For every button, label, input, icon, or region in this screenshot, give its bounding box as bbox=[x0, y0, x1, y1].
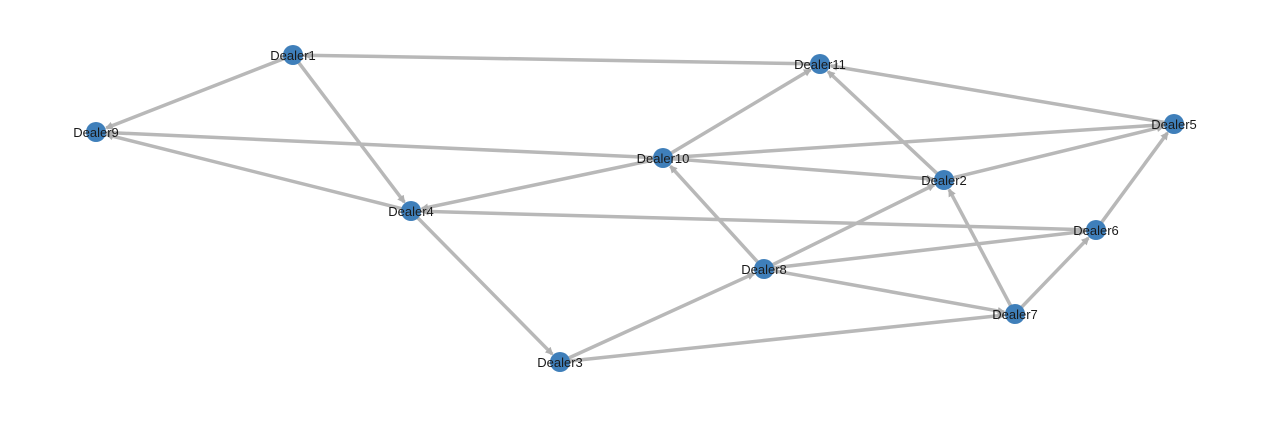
node-label-dealer2: Dealer2 bbox=[921, 173, 967, 188]
node-label-dealer3: Dealer3 bbox=[537, 355, 583, 370]
node-label-dealer9: Dealer9 bbox=[73, 125, 119, 140]
node-dealer5[interactable] bbox=[1164, 114, 1184, 134]
node-dealer10[interactable] bbox=[653, 148, 673, 168]
node-label-dealer11: Dealer11 bbox=[794, 57, 846, 72]
node-dealer7[interactable] bbox=[1005, 304, 1025, 324]
edge-dealer3-to-dealer7 bbox=[565, 311, 1006, 364]
node-dealer8[interactable] bbox=[754, 259, 774, 279]
edge-dealer5-to-dealer11 bbox=[829, 62, 1169, 125]
node-label-dealer10: Dealer10 bbox=[637, 151, 690, 166]
nodes-layer bbox=[86, 45, 1184, 372]
edge-dealer10-to-dealer11 bbox=[667, 68, 812, 157]
edge-dealer1-to-dealer4 bbox=[295, 58, 406, 204]
edge-dealer6-to-dealer4 bbox=[420, 207, 1091, 232]
edge-dealer10-to-dealer2 bbox=[668, 156, 935, 183]
edge-dealer2-to-dealer5 bbox=[949, 124, 1165, 181]
node-dealer3[interactable] bbox=[550, 352, 570, 372]
edge-dealer8-to-dealer10 bbox=[669, 164, 762, 266]
edges-layer bbox=[104, 51, 1169, 364]
edge-dealer2-to-dealer11 bbox=[826, 70, 941, 178]
edge-dealer8-to-dealer6 bbox=[769, 228, 1087, 271]
node-label-dealer1: Dealer1 bbox=[270, 48, 316, 63]
edge-dealer4-to-dealer3 bbox=[413, 214, 554, 356]
node-dealer6[interactable] bbox=[1086, 220, 1106, 240]
node-label-dealer4: Dealer4 bbox=[388, 204, 434, 219]
node-label-dealer6: Dealer6 bbox=[1073, 223, 1119, 238]
node-dealer9[interactable] bbox=[86, 122, 106, 142]
edge-dealer8-to-dealer2 bbox=[768, 183, 936, 268]
edge-dealer7-to-dealer6 bbox=[1017, 236, 1090, 311]
edge-dealer10-to-dealer9 bbox=[105, 128, 658, 160]
edge-dealer1-to-dealer9 bbox=[104, 55, 289, 130]
edge-dealer11-to-dealer1 bbox=[302, 51, 815, 66]
edge-dealer6-to-dealer5 bbox=[1098, 131, 1169, 227]
node-dealer1[interactable] bbox=[283, 45, 303, 65]
edge-dealer10-to-dealer4 bbox=[420, 157, 658, 212]
node-label-dealer7: Dealer7 bbox=[992, 307, 1038, 322]
node-dealer11[interactable] bbox=[810, 54, 830, 74]
edge-dealer4-to-dealer9 bbox=[105, 132, 406, 212]
edge-dealer8-to-dealer7 bbox=[769, 268, 1006, 315]
node-label-dealer8: Dealer8 bbox=[741, 262, 787, 277]
edge-dealer3-to-dealer8 bbox=[564, 271, 756, 362]
labels-layer: Dealer1Dealer11Dealer5Dealer9Dealer10Dea… bbox=[73, 48, 1197, 370]
edge-dealer10-to-dealer5 bbox=[668, 121, 1165, 160]
edge-dealer7-to-dealer2 bbox=[947, 188, 1014, 310]
node-dealer2[interactable] bbox=[934, 170, 954, 190]
node-dealer4[interactable] bbox=[401, 201, 421, 221]
node-label-dealer5: Dealer5 bbox=[1151, 117, 1197, 132]
